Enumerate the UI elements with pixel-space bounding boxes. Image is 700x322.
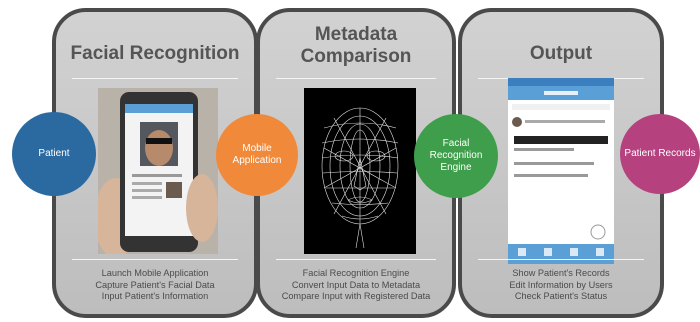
- facial-recognition-steps: Launch Mobile Application Capture Patien…: [56, 268, 254, 303]
- output-steps: Show Patient's Records Edit Information …: [462, 268, 660, 303]
- step-text: Compare Input with Registered Data: [281, 291, 431, 301]
- facial-recognition-panel: Facial Recognition Launch Mobile Applica…: [52, 8, 258, 318]
- step-text: Launch Mobile Application: [101, 268, 209, 278]
- title-divider: [72, 78, 238, 79]
- description-divider: [478, 259, 644, 260]
- mobile-application-node: Mobile Application: [216, 114, 298, 196]
- description-divider: [72, 259, 238, 260]
- patient-records-node: Patient Records: [620, 114, 700, 194]
- face-mesh-image: [304, 88, 416, 259]
- step-text: Facial Recognition Engine: [302, 268, 410, 278]
- app-screenshot: [508, 78, 614, 269]
- step-text: Input Patient's Information: [101, 291, 209, 301]
- description-divider: [276, 259, 436, 260]
- step-text: Show Patient's Records: [512, 268, 610, 278]
- metadata-comparison-steps: Facial Recognition Engine Convert Input …: [260, 268, 452, 303]
- output-title: Output: [529, 43, 593, 64]
- step-text: Check Patient's Status: [514, 291, 608, 301]
- facial-recognition-title: Facial Recognition: [70, 43, 240, 64]
- facial-recognition-engine-node: Facial Recognition Engine: [414, 114, 498, 198]
- metadata-comparison-title: Metadata Comparison: [300, 24, 412, 67]
- patient-node: Patient: [12, 112, 96, 196]
- step-text: Convert Input Data to Metadata: [291, 279, 421, 290]
- step-text: Edit Information by Users: [509, 279, 613, 290]
- title-divider: [276, 78, 436, 79]
- step-text: Capture Patient's Facial Data: [95, 279, 215, 290]
- smartphone-photo: [94, 88, 218, 259]
